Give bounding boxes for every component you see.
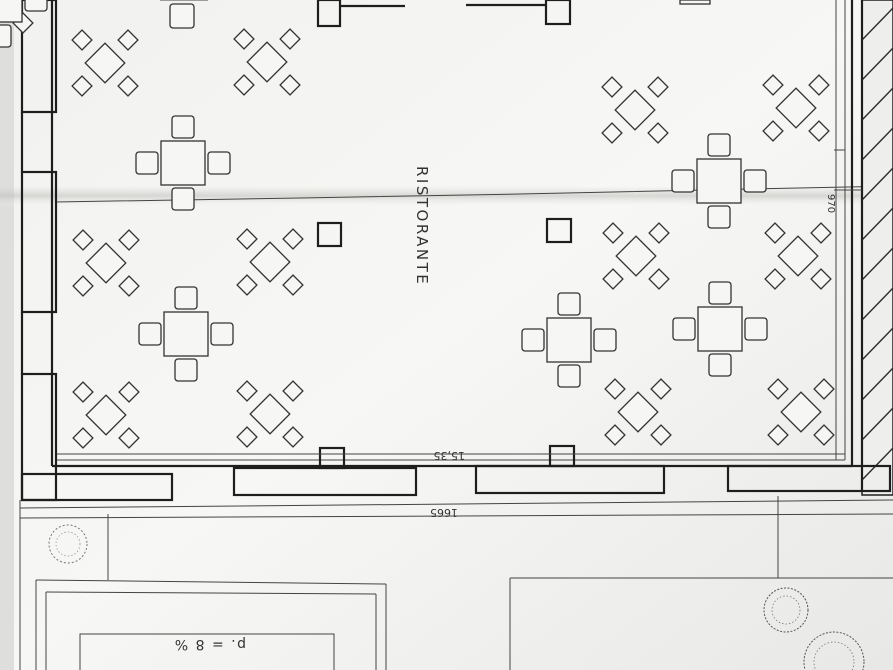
tree-icon <box>48 524 88 564</box>
slope-label: p. = 8 % <box>173 636 246 652</box>
right-hatched-wall <box>861 0 893 496</box>
partial-chairs-top <box>160 0 711 29</box>
dimension-inner-width: 15,35 <box>434 449 466 462</box>
dimension-lines <box>19 0 893 514</box>
paper-fold-crease <box>0 186 893 208</box>
table-square <box>0 0 48 48</box>
outdoor-area <box>19 496 893 670</box>
tree-icon <box>763 587 809 633</box>
tree-symbols <box>48 524 865 670</box>
building-walls <box>20 0 892 502</box>
dimension-outer-width: 1665 <box>430 506 458 519</box>
paper-edge-shadow <box>0 0 14 670</box>
dimension-height: 970 <box>825 194 836 213</box>
tree-icon <box>803 631 865 670</box>
room-label: RISTORANTE <box>413 166 431 286</box>
